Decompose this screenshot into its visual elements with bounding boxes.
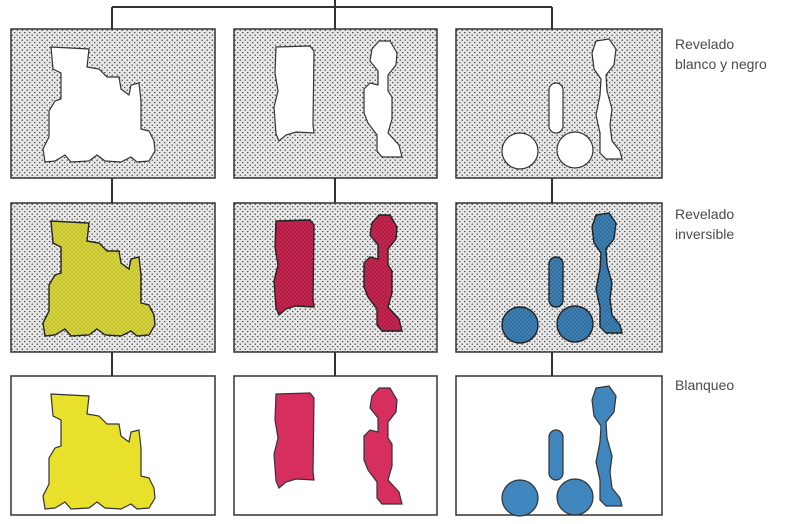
panel-yellow-layer-bleach — [11, 376, 215, 515]
cab-shape — [274, 46, 314, 141]
row-label-reversal-development: Revelado inversible — [675, 204, 734, 244]
panel-cyan-layer-bleach — [456, 376, 662, 516]
cab-shape — [274, 220, 314, 315]
row-label-bleach: Blanqueo — [675, 375, 734, 395]
row-label-line: Revelado — [675, 204, 734, 224]
panel-magenta-layer-bleach — [234, 376, 437, 515]
panel-magenta-layer-reversal — [234, 203, 437, 352]
panel-magenta-layer-bw — [234, 29, 437, 178]
row-bleach — [11, 376, 662, 516]
row-bw-development — [11, 29, 662, 178]
panel-yellow-layer-bw — [11, 29, 215, 178]
row-label-line: inversible — [675, 224, 734, 244]
panel-cyan-layer-bw — [456, 29, 662, 178]
panel-cyan-layer-reversal — [456, 203, 662, 352]
cab-shape — [274, 393, 314, 488]
row-label-line: Revelado — [675, 34, 767, 54]
row-label-line: blanco y negro — [675, 54, 767, 74]
panel-yellow-layer-reversal — [11, 203, 215, 352]
row-label-line: Blanqueo — [675, 375, 734, 395]
row-label-bw-development: Revelado blanco y negro — [675, 34, 767, 74]
row-reversal-development — [11, 203, 662, 352]
